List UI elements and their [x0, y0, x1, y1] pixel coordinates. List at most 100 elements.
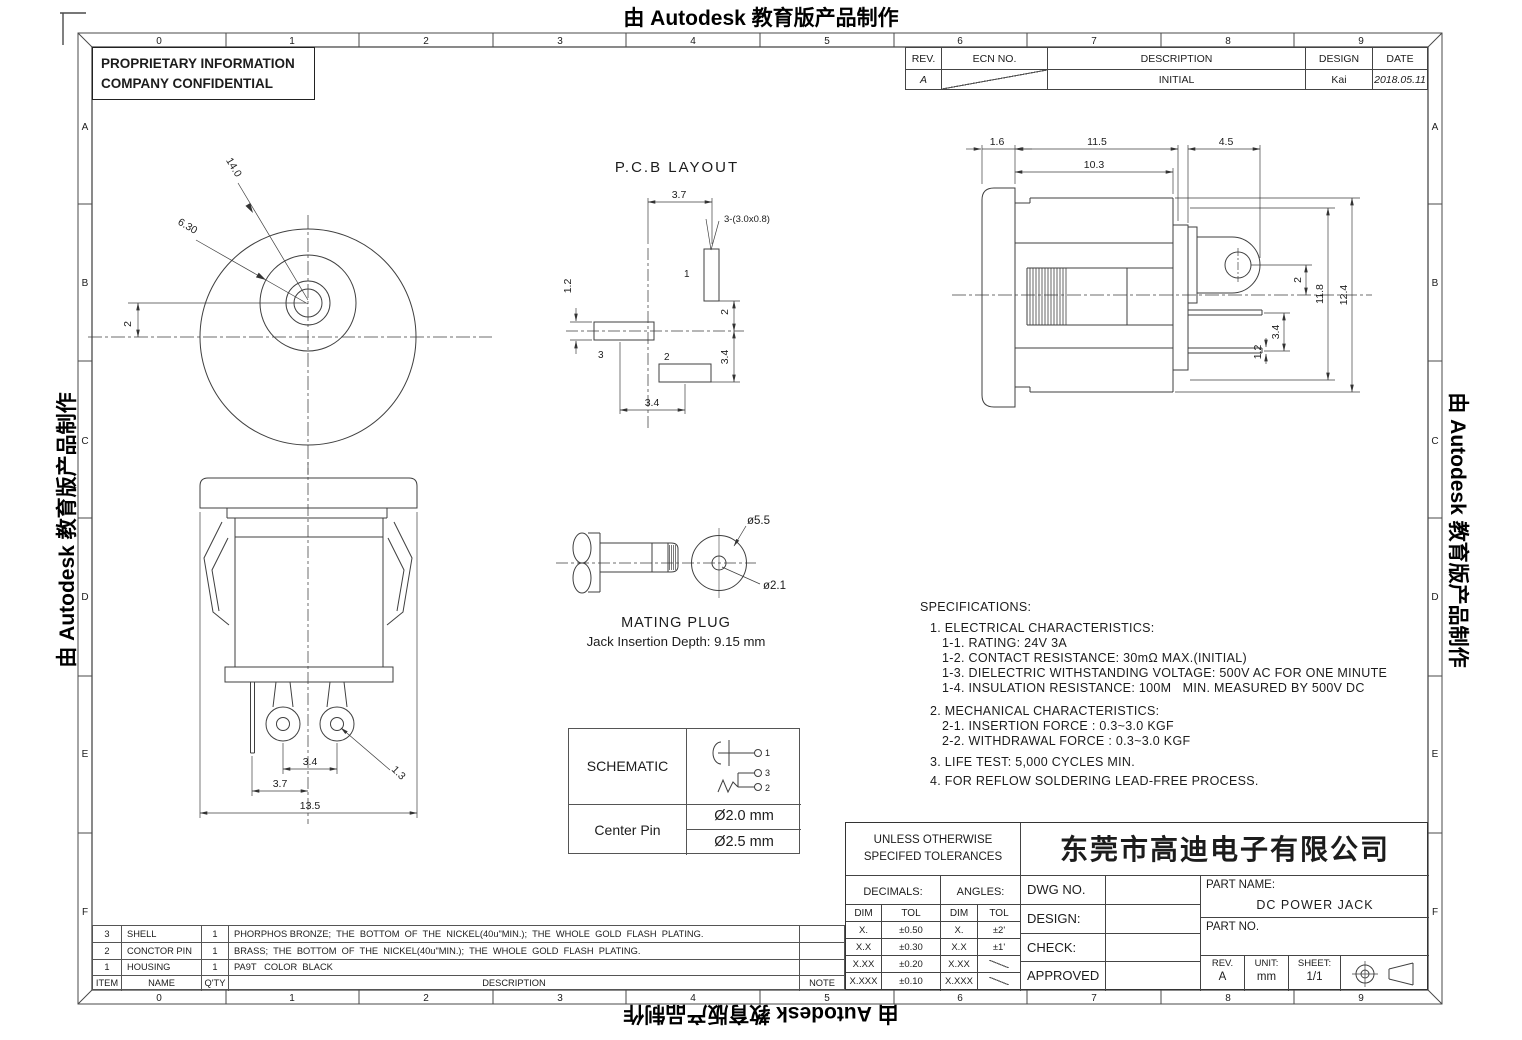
pcb-dim-right-lower: 3.4 [719, 350, 731, 365]
pcb-pad-1 [703, 248, 720, 302]
ang-tol: ±1' [977, 938, 1020, 955]
bom-header-note: NOTE [799, 974, 844, 991]
side-dim-pin-thk: 1.2 [1252, 345, 1264, 360]
unit-label: UNIT: [1254, 958, 1279, 969]
zone-row-left: C [81, 436, 88, 447]
elev-dim-width: 13.5 [300, 800, 321, 812]
spec-line: 1-1. RATING: 24V 3A [942, 636, 1067, 650]
zone-col-bottom: 0 [156, 993, 162, 1004]
spec-line: 1-2. CONTACT RESISTANCE: 30mΩ MAX.(INITI… [942, 651, 1247, 665]
pcb-dim-left: 1.2 [562, 279, 574, 294]
side-dim-height-outer: 12.4 [1338, 285, 1350, 306]
zone-col-bottom: 8 [1225, 993, 1231, 1004]
side-dim-body: 11.5 [1087, 136, 1107, 148]
ang-dim: X.X [941, 938, 977, 955]
parts-table: 3 SHELL 1 PHORPHOS BRONZE; THE BOTTOM OF… [92, 925, 845, 991]
zone-col-top: 6 [957, 36, 963, 47]
dim-header: DIM [949, 907, 969, 919]
spec-line: 2-1. INSERTION FORCE : 0.3~3.0 KGF [942, 719, 1174, 733]
pcb-dim-bottom: 3.4 [645, 397, 660, 409]
sheet-frame [60, 12, 1443, 1005]
front-view-dim-offset: 2 [122, 321, 134, 327]
rev-value: A [1218, 971, 1227, 983]
bom-note [799, 942, 844, 959]
bom-name: CONCTOR PIN [121, 942, 201, 959]
dec-tol: ±0.20 [881, 955, 940, 972]
dec-dim: X.X [846, 938, 881, 955]
plug-dim-pin: ø2.1 [763, 580, 786, 592]
third-angle-projection-icon [1351, 960, 1413, 987]
side-dim-barrel: 10.3 [1084, 159, 1105, 171]
rev-value: A [906, 69, 941, 89]
center-pin-dia-small: Ø2.0 mm [714, 808, 774, 824]
front-view: 14.0 6.30 2 [88, 156, 492, 475]
rev-cell: REV. A [1201, 956, 1245, 991]
check-label: CHECK: [1027, 939, 1077, 955]
zone-labels: 0 1 2 3 4 5 6 7 8 9 0 1 2 3 4 5 6 7 8 9 … [81, 36, 1438, 1004]
zone-col-top: 2 [423, 36, 429, 47]
zone-row-right: B [1432, 278, 1439, 289]
dec-tol: ±0.10 [881, 972, 940, 989]
proprietary-line1: PROPRIETARY INFORMATION [101, 56, 295, 71]
specifications: SPECIFICATIONS: 1. ELECTRICAL CHARACTERI… [920, 600, 1440, 789]
zone-col-top: 1 [289, 36, 295, 47]
bom-name: SHELL [121, 926, 201, 943]
zone-col-bottom: 3 [557, 993, 563, 1004]
approved-label: APPROVED [1027, 968, 1100, 984]
zone-col-bottom: 9 [1358, 993, 1364, 1004]
rev-header: REV. [911, 52, 936, 65]
zone-col-top: 5 [824, 36, 830, 47]
tolerance-note-line2: SPECIFED TOLERANCES [863, 851, 1003, 864]
projection-symbol-cell [1341, 956, 1428, 991]
zone-row-right: E [1432, 749, 1439, 760]
schematic-label: SCHEMATIC [586, 758, 669, 774]
side-dim-height-inner: 11.8 [1314, 284, 1326, 304]
pcb-pad3-label: 3 [598, 350, 604, 361]
decimals-label: DECIMALS: [846, 876, 940, 905]
zone-col-bottom: 4 [690, 993, 696, 1004]
zone-row-left: D [81, 592, 88, 603]
description-header: DESCRIPTION [1047, 48, 1305, 69]
ang-tol-slash [977, 955, 1020, 972]
mating-plug-title: MATING PLUG [621, 615, 731, 631]
proprietary-line2: COMPANY CONFIDENTIAL [101, 76, 273, 92]
side-dim-hole-offset: 2 [1292, 277, 1304, 283]
zone-col-bottom: 7 [1091, 993, 1097, 1004]
ecn-header: ECN NO. [941, 48, 1047, 69]
dim-header: DIM [854, 907, 873, 919]
side-view: 1.6 11.5 4.5 10.3 2 3.4 1.2 11.8 [952, 136, 1372, 408]
spec-line: 2-2. WITHDRAWAL FORCE : 0.3~3.0 KGF [942, 734, 1191, 748]
ang-dim: X.XX [941, 955, 977, 972]
sheet-label: SHEET: [1297, 958, 1332, 969]
schematic-pin1-label: 1 [765, 748, 770, 758]
bom-name: HOUSING [121, 958, 201, 975]
unit-cell: UNIT: mm [1245, 956, 1289, 991]
dec-tol: ±0.50 [881, 921, 940, 938]
bom-qty: 1 [201, 958, 228, 975]
unit-value: mm [1256, 971, 1277, 983]
front-view-dim-outer: 14.0 [223, 156, 244, 180]
pcb-pad-2 [658, 363, 712, 383]
spec-line: 2. MECHANICAL CHARACTERISTICS: [930, 704, 1160, 718]
schematic-table-divider [569, 804, 801, 805]
zone-row-right: F [1432, 907, 1438, 918]
company-name: 东莞市高迪电子有限公司 [1021, 823, 1429, 876]
sheet-value: 1/1 [1306, 971, 1323, 983]
schematic-table-divider [686, 729, 687, 855]
pcb-pad2-label: 2 [664, 352, 670, 363]
bom-qty: 1 [201, 942, 228, 959]
revision-table: REV. ECN NO. DESCRIPTION DESIGN DATE A I… [905, 47, 1428, 90]
dec-dim: X.XX [846, 955, 881, 972]
pcb-layout-title: P.C.B LAYOUT [615, 159, 739, 176]
zone-col-top: 9 [1358, 36, 1364, 47]
ecn-value-empty [941, 69, 1047, 89]
plug-dim-outer: ø5.5 [747, 515, 770, 527]
zone-row-right: D [1431, 592, 1438, 603]
schematic-symbol: 1 3 2 [712, 739, 770, 793]
schematic-pin3-label: 3 [765, 768, 770, 778]
side-dim-cap: 1.6 [990, 136, 1005, 148]
design-header: DESIGN [1305, 48, 1372, 69]
zone-col-top: 8 [1225, 36, 1231, 47]
elev-dim-offset: 3.7 [273, 778, 288, 790]
